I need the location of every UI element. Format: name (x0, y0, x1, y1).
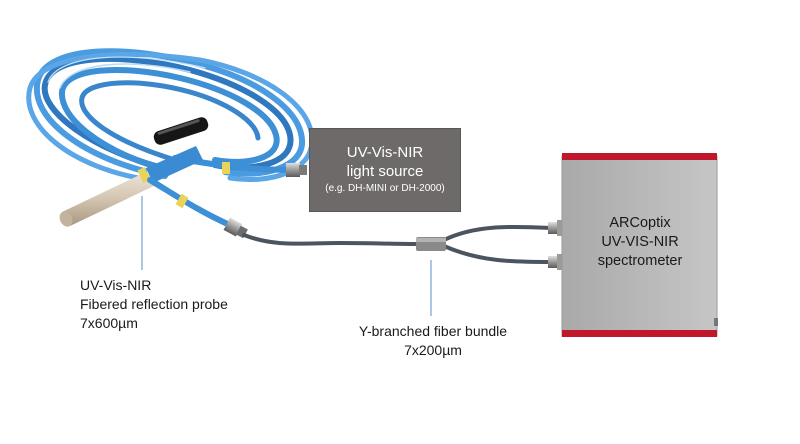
bundle-label-line2: 7x200µm (404, 342, 462, 358)
light-source-title: UV-Vis-NIR (346, 144, 424, 161)
coiled-blue-fiber (26, 48, 315, 183)
spectrometer-label: ARCoptix UV-VIS-NIR spectrometer (566, 214, 714, 271)
spectrometer-type: spectrometer (597, 253, 683, 269)
probe-label-line1: UV-Vis-NIR (80, 277, 152, 293)
light-source-subtitle: light source (346, 163, 424, 180)
reflection-probe (59, 146, 203, 227)
probe-label: UV-Vis-NIR Fibered reflection probe 7x60… (80, 276, 228, 333)
bundle-splitter (416, 237, 446, 251)
probe-label-line3: 7x600µm (80, 315, 138, 331)
light-source-example: (e.g. DH-MINI or DH-2000) (325, 183, 445, 194)
bundle-label-line1: Y-branched fiber bundle (358, 323, 508, 339)
spectrometer-range: UV-VIS-NIR (601, 234, 679, 250)
spectrometer (561, 153, 718, 337)
probe-label-line2: Fibered reflection probe (80, 296, 228, 312)
probe-fiber (147, 177, 248, 239)
black-sleeve (153, 117, 209, 145)
spectrometer-brand: ARCoptix (609, 215, 671, 231)
light-source-box: UV-Vis-NIR light source (e.g. DH-MINI or… (309, 128, 461, 212)
y-branched-bundle (242, 224, 554, 264)
bundle-label: Y-branched fiber bundle 7x200µm (348, 322, 518, 360)
